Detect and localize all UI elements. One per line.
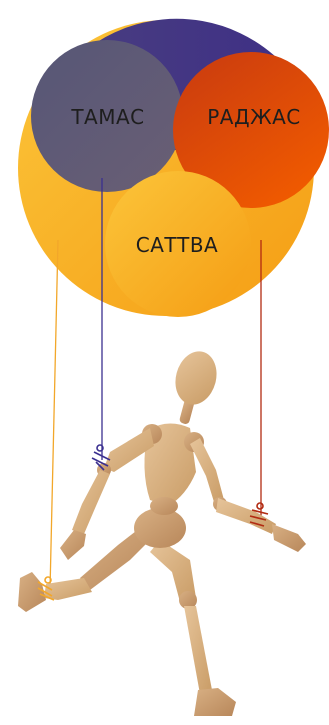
wooden-mannequin-figure bbox=[18, 347, 306, 716]
left-forearm bbox=[72, 470, 110, 534]
tamas-label: ТАМАС bbox=[70, 105, 144, 129]
tamas-knot bbox=[92, 445, 110, 470]
left-hand bbox=[60, 530, 86, 560]
head bbox=[170, 347, 223, 410]
front-foot bbox=[194, 688, 236, 716]
right-forearm bbox=[216, 498, 276, 534]
right-hand bbox=[272, 524, 306, 552]
rajas-label: РАДЖАС bbox=[207, 105, 301, 129]
sattva-string bbox=[50, 240, 58, 590]
waist-joint bbox=[150, 497, 178, 515]
back-foot bbox=[18, 572, 46, 612]
gunas-circle: ТАМАС РАДЖАС САТТВА bbox=[18, 19, 329, 317]
front-shin bbox=[184, 606, 212, 694]
sattva-label: САТТВА bbox=[136, 233, 218, 257]
